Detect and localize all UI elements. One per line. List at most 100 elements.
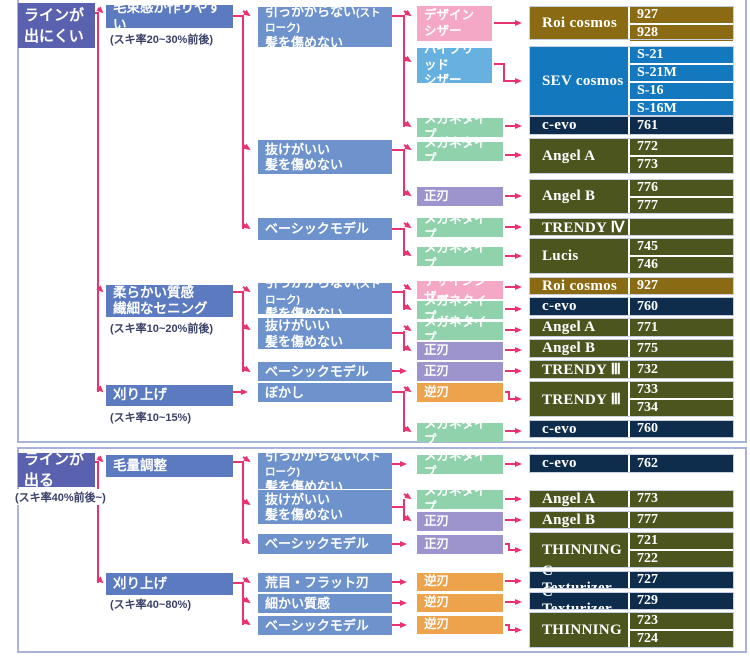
model-number: 928 (630, 23, 733, 41)
feature-no-snag: 引っかからない(ストローク)髪を傷めない (258, 4, 392, 50)
feature-line1-wrap: ぼかし (265, 385, 385, 400)
feature-line1: 細かい質感 (265, 595, 331, 611)
feature-line1-wrap: 抜けがいい (265, 142, 385, 157)
model-number: 762 (630, 455, 733, 472)
model-number (630, 219, 733, 235)
model-number: 773 (630, 491, 733, 507)
type-label: ハイブリッド シザー (424, 42, 474, 88)
product-name: c-evo (530, 455, 628, 472)
feature-line1: 荒目・フラット刃 (265, 574, 370, 590)
type-standard-blade: 正刃 (417, 512, 503, 531)
category-buzz-cut: 刈り上げ (106, 385, 233, 406)
feature-no-snag-2: 引っかからない(ストローク)髪を傷めない (258, 275, 392, 321)
feature-line1: 抜けがいい (265, 318, 331, 334)
feature-blur: ぼかし (258, 383, 392, 402)
category-label: 毛束感が作りやすい (113, 0, 221, 32)
type-label: 正刃 (424, 188, 450, 203)
type-label: メガネタイプ (424, 240, 487, 271)
model-number: 745 (630, 239, 733, 255)
type-label: デザイン シザー (424, 7, 475, 38)
product-name: Angel A (530, 319, 628, 336)
type-megane: メガネタイプ (417, 112, 503, 142)
type-design-scissor: デザイン シザー (417, 6, 492, 41)
feature-no-snag-3: 引っかからない(ストローク)髪を傷めない (258, 448, 392, 494)
feature-line1: 引っかからない (265, 3, 357, 19)
feature-line1-wrap: 細かい質感 (265, 596, 385, 611)
type-design-scissor: デザインシザー (417, 274, 503, 304)
section-frame-line-visible (17, 447, 747, 653)
feature-small: (ストローク) (265, 450, 381, 479)
model-number: 772 (630, 139, 733, 155)
model-number: 776 (630, 180, 733, 196)
type-megane: メガネタイプ (417, 212, 503, 242)
type-label: 正刃 (424, 343, 450, 358)
model-number: 722 (630, 549, 733, 567)
feature-line1-wrap: 引っかからない(ストローク) (265, 275, 385, 306)
model-number: 732 (630, 361, 733, 378)
feature-basic-model-2: ベーシックモデル (258, 362, 392, 381)
product-name: THINNING (530, 533, 628, 567)
model-number: S-16 (630, 81, 733, 99)
feature-line1: ベーシックモデル (265, 617, 369, 633)
feature-basic-model-3: ベーシックモデル (258, 534, 392, 554)
type-label: 正刃 (424, 513, 450, 528)
type-standard-blade: 正刃 (417, 362, 503, 381)
feature-line1: ベーシックモデル (265, 221, 369, 237)
product-name: Angel B (530, 180, 628, 213)
type-megane: メガネタイプ (417, 136, 503, 166)
product-name: Angel A (530, 139, 628, 173)
feature-line2: 髪を傷めない (265, 478, 344, 494)
type-label: 正刃 (424, 363, 450, 378)
type-label: デザインシザー (424, 274, 487, 304)
feature-line1: ベーシックモデル (265, 536, 369, 552)
feature-line1: ベーシックモデル (265, 363, 369, 379)
type-megane: メガネタイプ (417, 315, 503, 345)
feature-small: (ストローク) (265, 278, 381, 306)
feature-line1-wrap: 荒目・フラット刃 (265, 575, 385, 590)
skip-rate-note: (スキ率10~20%前後) (109, 320, 215, 336)
model-number: 760 (630, 298, 733, 315)
feature-line1: 引っかからない (265, 447, 357, 463)
model-number: 927 (630, 7, 733, 23)
feature-line1-wrap: 引っかからない(ストローク) (265, 4, 385, 35)
feature-fine-texture: 細かい質感 (258, 594, 392, 613)
feature-line1: 抜けがいい (265, 141, 331, 157)
type-standard-blade: 正刃 (417, 535, 503, 554)
model-number: 771 (630, 319, 733, 336)
feature-line1-wrap: 抜けがいい (265, 318, 385, 333)
type-label: 逆刃 (424, 384, 450, 399)
type-megane: メガネタイプ (417, 294, 503, 324)
type-label: メガネタイプ (424, 211, 487, 242)
product-trendy-4: TRENDY Ⅳ (529, 218, 734, 236)
feature-good-release: 抜けがいい髪を傷めない (258, 140, 392, 174)
category-label: 毛量調整 (113, 457, 167, 473)
product-name: Roi cosmos (530, 278, 628, 294)
product-name: Angel A (530, 491, 628, 507)
category-label: 柔らかい質感 繊細なセニング (113, 284, 208, 316)
feature-line1: 抜けがいい (265, 491, 331, 507)
product-name: Lucis (530, 239, 628, 273)
feature-line2: 髪を傷めない (265, 333, 344, 349)
type-megane: メガネタイプ (417, 449, 503, 479)
model-number: S-21 (630, 47, 733, 63)
feature-line1-wrap: 引っかからない(ストローク) (265, 448, 385, 479)
type-label: 逆刃 (424, 617, 450, 632)
feature-line2: 髪を傷めない (265, 507, 344, 522)
skip-rate-note: (スキ率40~80%) (109, 596, 193, 612)
feature-coarse-flat-blade: 荒目・フラット刃 (258, 573, 392, 592)
type-label: メガネタイプ (424, 315, 487, 345)
model-number: S-16M (630, 99, 733, 117)
model-number: 927 (630, 278, 733, 294)
category-label: 刈り上げ (113, 575, 167, 591)
model-number: 723 (630, 613, 733, 629)
model-number: 773 (630, 155, 733, 173)
feature-line1: 引っかからない (265, 275, 357, 291)
product-name: Roi cosmos (530, 7, 628, 39)
